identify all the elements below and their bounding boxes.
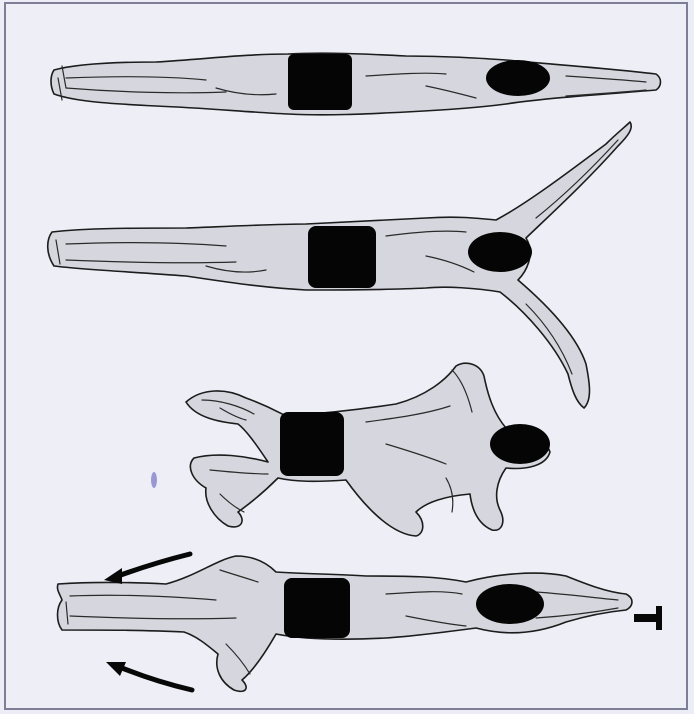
swimsuit-4: [284, 578, 350, 638]
swimmer-stage-2: [48, 122, 632, 408]
swimmer-stage-1: [51, 53, 661, 115]
swimsuit-3: [280, 412, 344, 476]
swimmer-stage-3: [186, 363, 550, 536]
stray-mark: [151, 472, 157, 488]
swimsuit-2: [308, 226, 376, 288]
figure-frame: [4, 2, 688, 710]
swimsuit-1: [288, 54, 352, 110]
kick-arrow-lower: [106, 662, 192, 690]
head-3: [490, 424, 550, 464]
direction-arrow: [634, 606, 662, 630]
swimming-stroke-illustration: [6, 4, 686, 708]
head-1: [486, 60, 550, 96]
kick-arrow-upper: [104, 554, 190, 584]
head-2: [468, 232, 532, 272]
swimmer-stage-4: [57, 554, 662, 691]
head-4: [476, 584, 544, 624]
